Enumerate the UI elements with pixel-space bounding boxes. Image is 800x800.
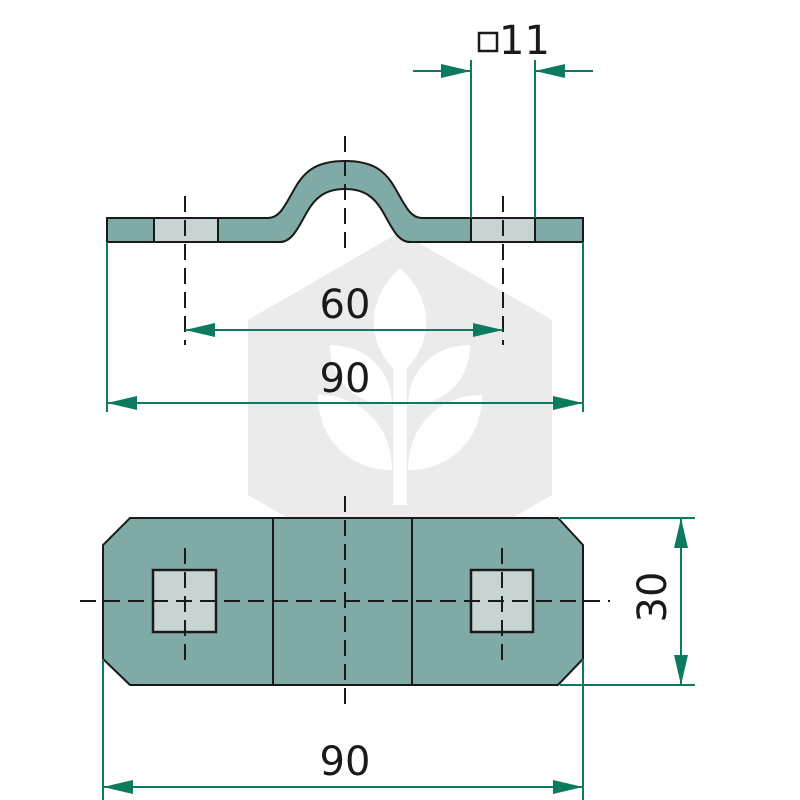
overall-length-side-label: 90 bbox=[320, 356, 371, 402]
width-label: 30 bbox=[630, 572, 676, 623]
square-symbol-icon bbox=[477, 31, 499, 53]
side-center-lines bbox=[184, 136, 504, 345]
overall-length-top-dimension: 90 bbox=[102, 659, 584, 800]
hole-center-distance-dimension: 60 bbox=[185, 282, 503, 337]
overall-length-side-dimension: 90 bbox=[106, 242, 584, 412]
side-view: 11 60 90 bbox=[106, 18, 593, 412]
hole-size-label: 11 bbox=[499, 18, 550, 64]
top-center-lines bbox=[80, 496, 610, 710]
top-view: 30 90 bbox=[80, 496, 695, 800]
width-dimension: 30 bbox=[560, 517, 695, 686]
top-view-plate bbox=[102, 517, 584, 686]
hole-center-distance-label: 60 bbox=[320, 282, 371, 328]
overall-length-top-label: 90 bbox=[320, 739, 371, 785]
hole-size-dimension: 11 bbox=[413, 18, 593, 218]
